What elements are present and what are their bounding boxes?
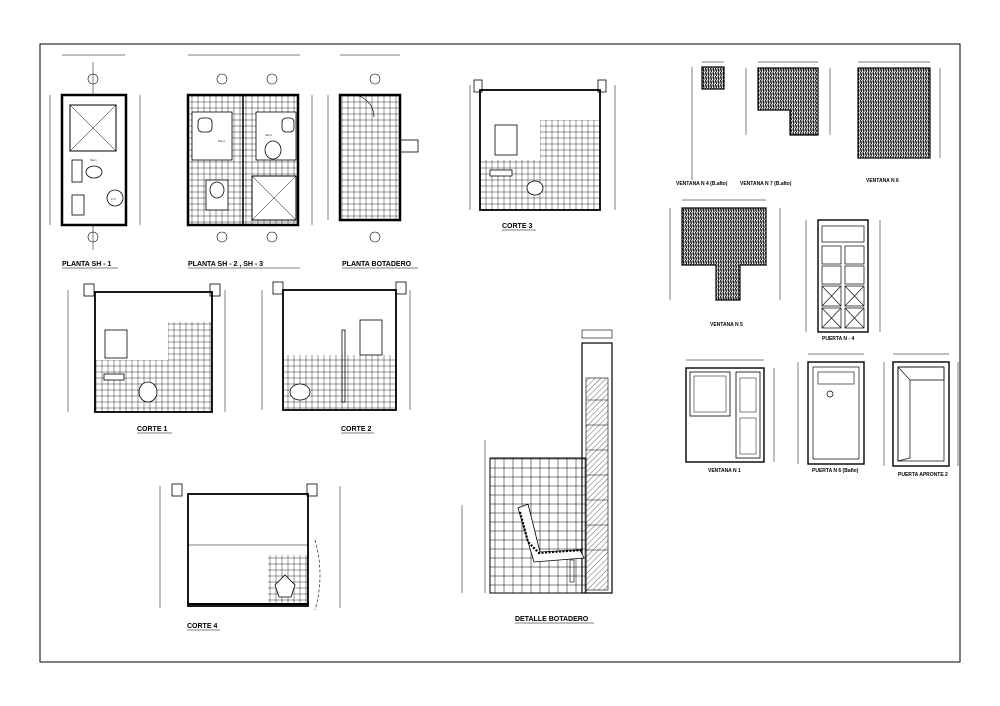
ventana-n7-title: VENTANA N 7 (B.alto) — [740, 181, 792, 187]
corte4-title: CORTE 4 — [187, 623, 217, 630]
corte-3: CORTE 3 — [469, 79, 616, 231]
ventana-n5-title: VENTANA N 5 — [710, 322, 743, 328]
puerta-n6: PUERTA N 6 (Baño) — [797, 353, 865, 474]
puerta-n4-title: PUERTA N - 4 — [822, 336, 854, 342]
puerta-apronte-title: PUERTA APRONTE 2 — [898, 472, 948, 478]
room-label-sh2: SH-2 — [218, 139, 225, 143]
ventana-n6-title: VENTANA N 6 — [866, 178, 899, 184]
planta-sh1: P-6 SH-1 PLANTA SH - 1 — [49, 54, 141, 269]
svg-text:P-6: P-6 — [111, 197, 116, 201]
corte-4: CORTE 4 — [159, 483, 341, 631]
detalle-botadero: DETALLE BOTADERO — [461, 329, 613, 624]
room-label-sh1: SH-1 — [90, 158, 97, 162]
puerta-n6-title: PUERTA N 6 (Baño) — [812, 468, 859, 474]
ventana-n6: VENTANA N 6 — [857, 61, 941, 184]
corte3-title: CORTE 3 — [502, 223, 532, 230]
corte2-title: CORTE 2 — [341, 426, 371, 433]
ventana-n1-title: VENTANA N 1 — [708, 468, 741, 474]
sheet-border — [39, 43, 961, 663]
ventana-n4: VENTANA N 4 (B.alto) — [676, 61, 728, 187]
puerta-n4: PUERTA N - 4 — [805, 219, 881, 342]
ventana-n1: VENTANA N 1 — [685, 359, 775, 474]
planta-botadero: PLANTA BOTADERO — [327, 54, 419, 269]
detalle-botadero-title: DETALLE BOTADERO — [515, 616, 589, 623]
corte-1: CORTE 1 — [67, 283, 226, 434]
room-label-sh3: SH-3 — [265, 133, 272, 137]
planta-botadero-title: PLANTA BOTADERO — [342, 261, 412, 268]
corte-2: CORTE 2 — [261, 281, 411, 434]
planta-sh23-title: PLANTA SH - 2 , SH - 3 — [188, 261, 263, 268]
puerta-apronte: PUERTA APRONTE 2 — [883, 353, 959, 478]
planta-sh23: SH-2 SH-3 PLANTA SH - 2 , SH - 3 — [186, 54, 313, 269]
ventana-n5: VENTANA N 5 — [669, 199, 781, 328]
planta-sh1-title: PLANTA SH - 1 — [62, 261, 111, 268]
corte1-title: CORTE 1 — [137, 426, 167, 433]
ventana-n7: VENTANA N 7 (B.alto) — [740, 61, 831, 187]
ventana-n4-title: VENTANA N 4 (B.alto) — [676, 181, 728, 187]
